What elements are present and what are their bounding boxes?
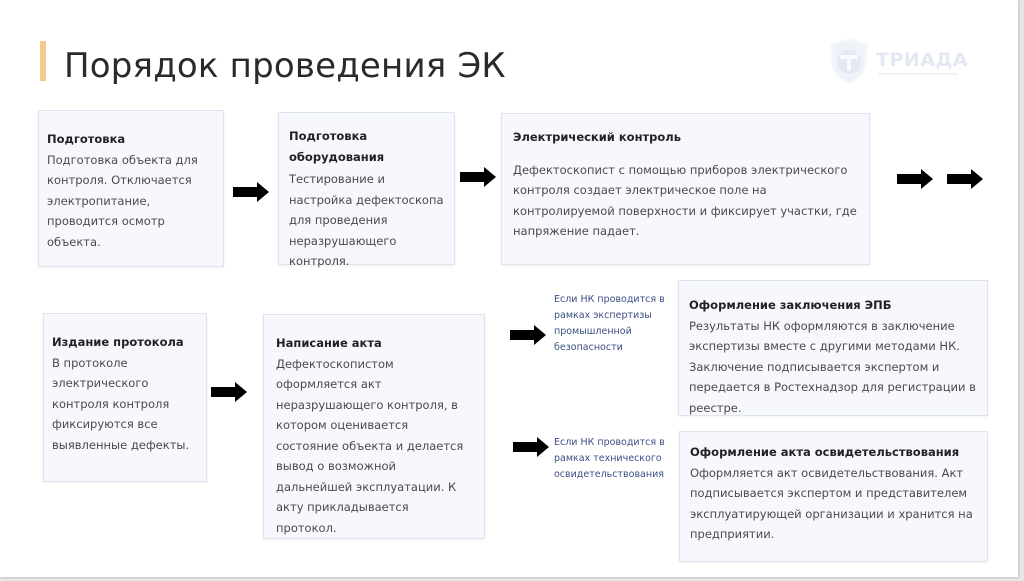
step-heading: Оформление заключения ЭПБ xyxy=(689,298,892,312)
condition-note-tekhnicheskoe: Если НК проводится в рамках технического… xyxy=(554,437,665,480)
condition-note-epb: Если НК проводится в рамках экспертизы п… xyxy=(554,294,665,353)
arrow-right-icon xyxy=(947,169,983,189)
step-heading: Подготовка оборудования xyxy=(289,129,385,164)
step-text: Тестирование и настройка дефектоскопа дл… xyxy=(289,172,444,268)
step-heading: Оформление акта освидетельствования xyxy=(690,445,960,459)
step-text: Оформляется акт освидетельствования. Акт… xyxy=(690,465,973,542)
step-card-elektricheskiy-kontrol: Электрический контроль Дефектоскопист с … xyxy=(501,113,870,265)
step-card-podgotovka-oborudovaniya: Подготовка оборудования Тестирование и н… xyxy=(278,112,455,268)
arrow-right-icon xyxy=(513,437,549,457)
arrow-right-icon xyxy=(233,182,269,202)
shield-logo-icon xyxy=(829,37,869,85)
page-title: Порядок проведения ЭК xyxy=(64,46,506,86)
step-card-napisanie-akta: Написание акта Дефектоскопистом оформляе… xyxy=(263,314,485,539)
arrow-right-icon xyxy=(510,325,546,345)
step-text: Дефектоскопист с помощью приборов электр… xyxy=(513,162,857,239)
step-card-zaklyuchenie-epb: Оформление заключения ЭПБ Результаты НК … xyxy=(678,280,988,416)
step-card-podgotovka: Подготовка Подготовка объекта для контро… xyxy=(38,110,224,267)
arrow-right-icon xyxy=(211,382,247,402)
arrow-right-icon xyxy=(897,169,933,189)
step-heading: Электрический контроль xyxy=(513,130,682,144)
step-text: Подготовка объекта для контроля. Отключа… xyxy=(47,152,198,249)
step-text: Дефектоскопистом оформляется акт неразру… xyxy=(276,356,464,535)
step-heading: Написание акта xyxy=(276,336,382,350)
step-text: В протоколе электрического контроля конт… xyxy=(52,355,190,452)
company-logo: ТРИАДА xyxy=(828,37,968,89)
logo-text: ТРИАДА xyxy=(876,49,969,71)
title-accent-bar xyxy=(40,41,46,81)
logo-tagline xyxy=(878,73,958,75)
step-heading: Издание протокола xyxy=(52,335,184,349)
arrow-right-icon xyxy=(460,167,496,187)
step-card-izdanie-protokola: Издание протокола В протоколе электричес… xyxy=(43,313,207,482)
step-heading: Подготовка xyxy=(47,132,126,146)
step-card-akt-osvidetelstvovaniya: Оформление акта освидетельствования Офор… xyxy=(679,431,988,562)
step-text: Результаты НК оформляются в заключение э… xyxy=(689,318,976,415)
